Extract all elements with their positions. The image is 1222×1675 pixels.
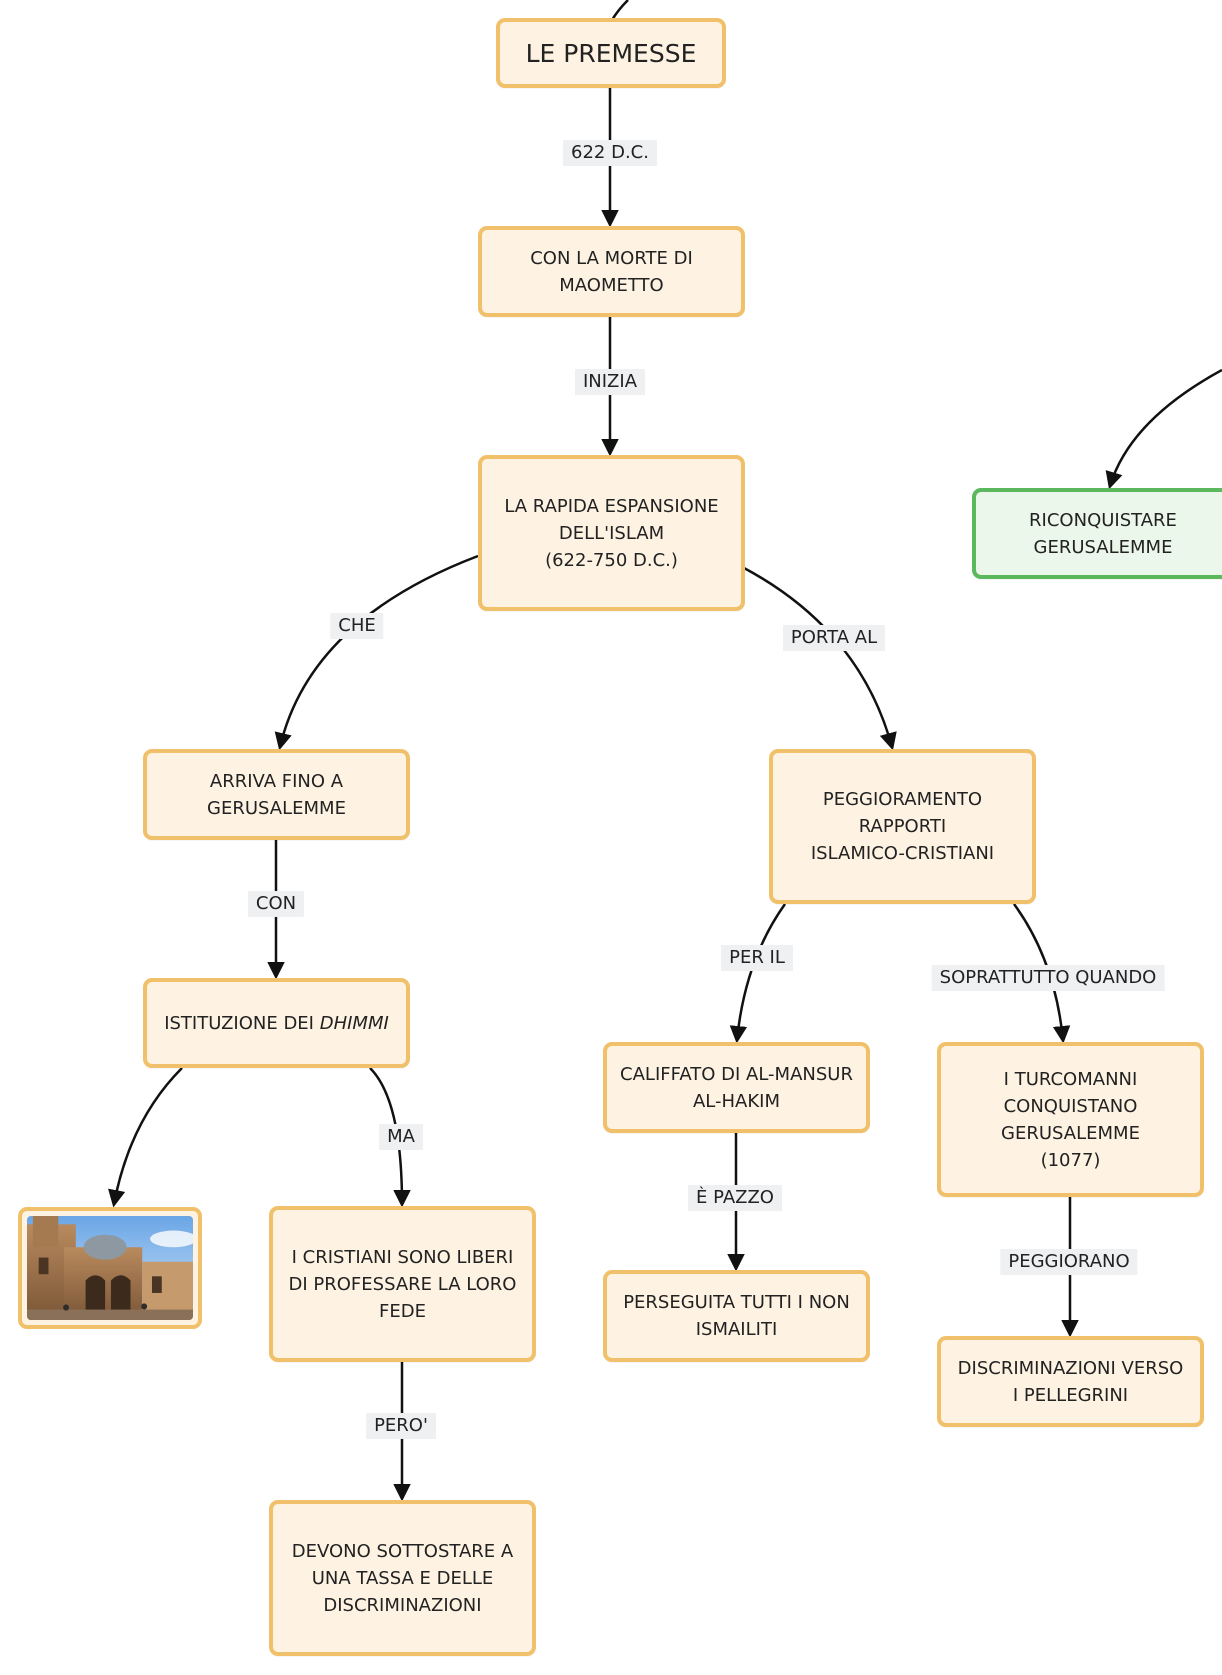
link-espansione-arriva xyxy=(274,554,479,751)
node-califfato-al-mansur[interactable]: CALIFFATO DI AL-MANSUR AL-HAKIM xyxy=(603,1042,870,1133)
link-label-che: CHE xyxy=(330,613,384,639)
node-cristiani-liberi[interactable]: I CRISTIANI SONO LIBERI DI PROFESSARE LA… xyxy=(269,1206,536,1362)
node-discriminazioni-pellegrini[interactable]: DISCRIMINAZIONI VERSO I PELLEGRINI xyxy=(937,1336,1204,1427)
link-label-622-dc: 622 D.C. xyxy=(563,140,657,166)
node-espansione-islam[interactable]: LA RAPIDA ESPANSIONE DELL'ISLAM (622-750… xyxy=(478,455,745,611)
link-label-e-pazzo: È PAZZO xyxy=(688,1185,782,1211)
link-label-pero: PERO' xyxy=(366,1413,436,1439)
node-morte-maometto[interactable]: CON LA MORTE DI MAOMETTO xyxy=(478,226,745,317)
link-label-ma: MA xyxy=(379,1124,423,1150)
node-jerusalem-photo[interactable] xyxy=(18,1207,202,1329)
dhimmi-term: DHIMMI xyxy=(319,1012,389,1034)
link-label-porta-al: PORTA AL xyxy=(782,625,886,651)
link-istituzione-cristiani xyxy=(369,1067,411,1208)
node-peggioramento-rapporti[interactable]: PEGGIORAMENTO RAPPORTI ISLAMICO-CRISTIAN… xyxy=(769,749,1036,904)
link-label-per-il: PER IL xyxy=(721,945,793,971)
link-label-inizia: INIZIA xyxy=(574,369,646,395)
node-riconquistare-gerusalemme[interactable]: RICONQUISTARE GERUSALEMME xyxy=(972,488,1222,579)
link-incoming-top xyxy=(610,0,629,21)
node-tassa-discriminazioni[interactable]: DEVONO SOTTOSTARE A UNA TASSA E DELLE DI… xyxy=(269,1500,536,1656)
node-le-premesse[interactable]: LE PREMESSE xyxy=(496,18,726,88)
node-perseguita-ismailiti[interactable]: PERSEGUITA TUTTI I NON ISMAILITI xyxy=(603,1270,870,1362)
link-incoming-riconquistare xyxy=(1105,368,1222,490)
node-arriva-gerusalemme[interactable]: ARRIVA FINO A GERUSALEMME xyxy=(143,749,410,840)
church-photo xyxy=(27,1216,193,1320)
link-istituzione-photo xyxy=(108,1067,183,1208)
node-istituzione-dhimmi[interactable]: ISTITUZIONE DEI DHIMMI xyxy=(143,978,410,1068)
node-turcomanni-conquistano[interactable]: I TURCOMANNI CONQUISTANO GERUSALEMME (10… xyxy=(937,1042,1204,1197)
link-peggioramento-califfato xyxy=(729,903,787,1044)
link-label-con: CON xyxy=(247,891,305,917)
link-label-soprattutto-quando: SOPRATTUTTO QUANDO xyxy=(931,965,1165,991)
link-label-peggiorano: PEGGIORANO xyxy=(1000,1249,1138,1275)
istituzione-text: ISTITUZIONE DEI xyxy=(164,1012,320,1034)
link-espansione-peggioramento xyxy=(743,566,897,751)
